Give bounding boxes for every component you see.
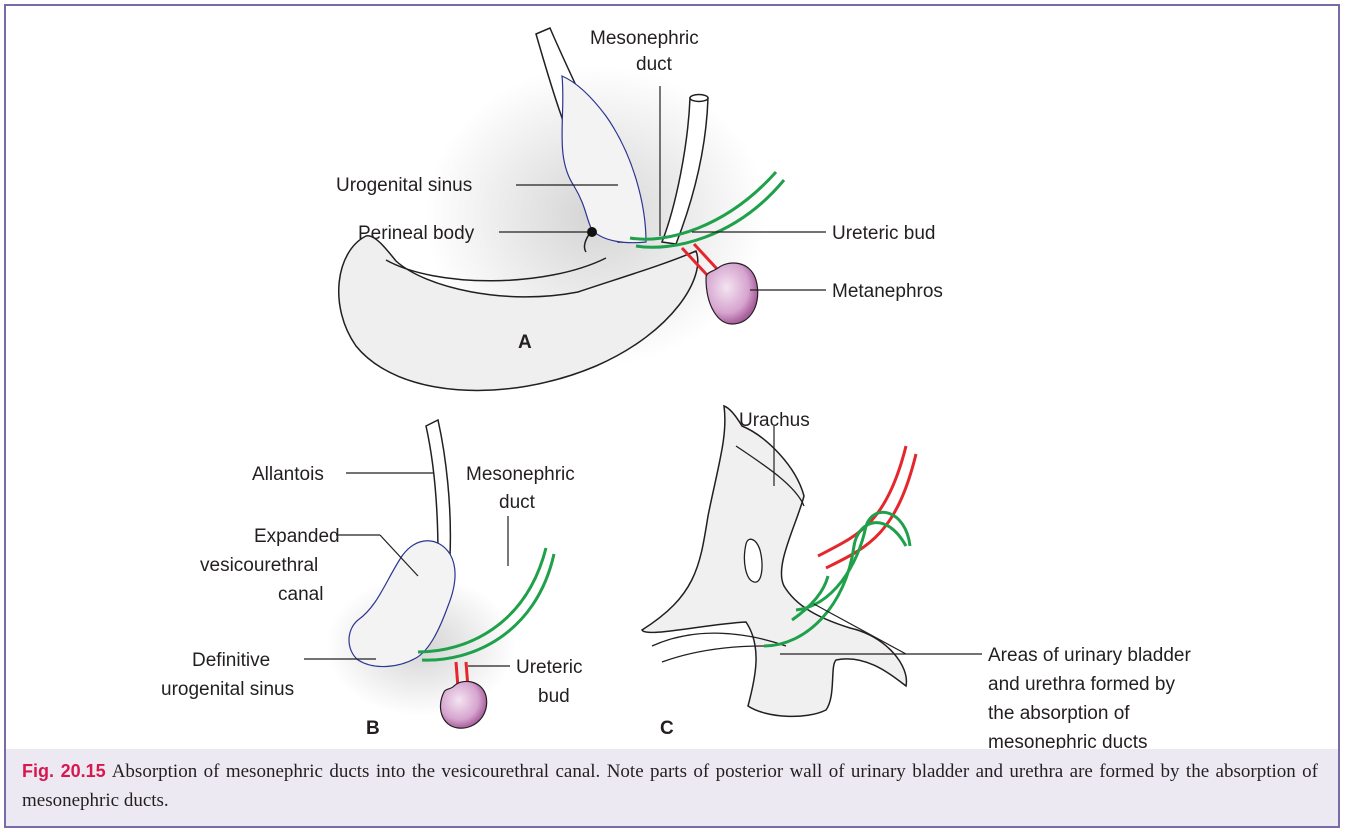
label-a-mesonephric-duct-line1: Mesonephric	[590, 28, 699, 49]
panel-b-letter: B	[366, 718, 380, 739]
label-b-ureteric-bud-line1: Ureteric	[516, 657, 583, 678]
figure-number: Fig. 20.15	[22, 761, 106, 781]
label-a-perineal-body: Perineal body	[358, 223, 475, 244]
label-c-areas-line2: and urethra formed by	[988, 674, 1175, 695]
figure-frame: Mesonephric duct Urogenital sinus Perine…	[4, 4, 1340, 828]
label-c-areas-line4: mesonephric ducts	[988, 732, 1147, 749]
label-a-urogenital-sinus: Urogenital sinus	[336, 175, 472, 196]
label-a-metanephros: Metanephros	[832, 281, 943, 302]
label-c-areas-line3: the absorption of	[988, 703, 1130, 724]
panel-a-letter: A	[518, 332, 532, 353]
label-b-expanded-line2: vesicourethral	[200, 555, 318, 576]
label-b-expanded-line3: canal	[278, 584, 323, 605]
caption-text: Absorption of mesonephric ducts into the…	[22, 761, 1318, 811]
label-c-urachus: Urachus	[739, 410, 810, 431]
label-b-definitive-line1: Definitive	[192, 650, 270, 671]
label-b-mesonephric-duct-line1: Mesonephric	[466, 464, 575, 485]
figure-illustration: Mesonephric duct Urogenital sinus Perine…	[6, 6, 1338, 749]
panel-a-perineal-body-dot	[587, 227, 597, 237]
panel-c-letter: C	[660, 718, 674, 739]
panel-c: Urachus Areas of urinary bladder and ure…	[642, 406, 1191, 749]
label-b-expanded-line1: Expanded	[254, 526, 340, 547]
label-c-areas-line1: Areas of urinary bladder	[988, 645, 1191, 666]
label-b-definitive-line2: urogenital sinus	[161, 679, 294, 700]
label-a-ureteric-bud: Ureteric bud	[832, 223, 936, 244]
label-b-allantois: Allantois	[252, 464, 324, 485]
panel-a: Mesonephric duct Urogenital sinus Perine…	[336, 28, 943, 390]
panel-b-allantois	[426, 420, 450, 556]
label-b-mesonephric-duct-line2: duct	[499, 492, 536, 513]
panel-b: Allantois Mesonephric duct Expanded vesi…	[161, 420, 583, 739]
label-a-mesonephric-duct-line2: duct	[636, 54, 673, 75]
label-b-ureteric-bud-line2: bud	[538, 686, 570, 707]
